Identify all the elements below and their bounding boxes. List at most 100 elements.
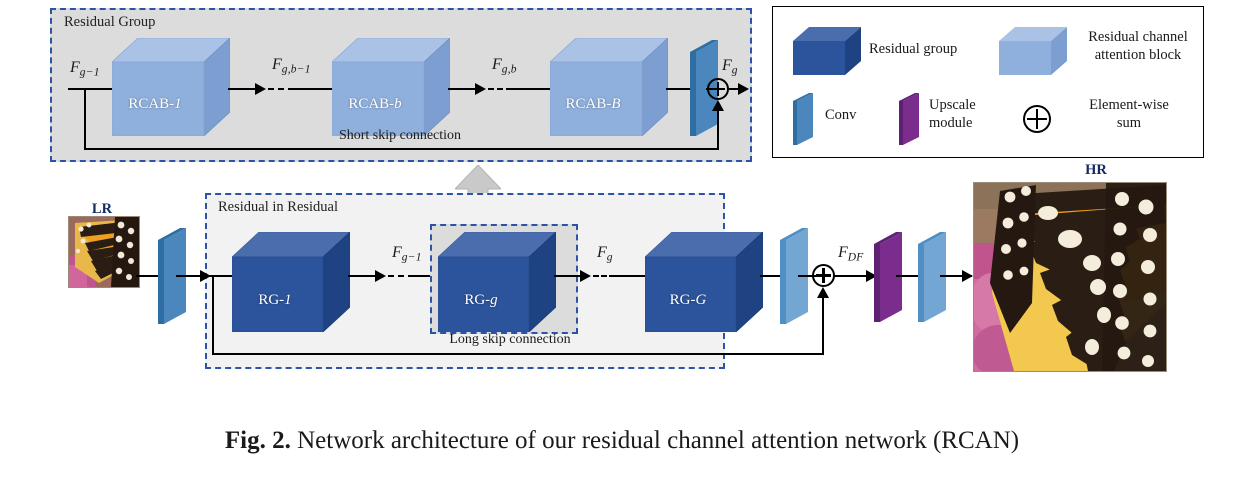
figure-caption: Fig. 2. Network architecture of our resi… <box>8 427 1236 455</box>
math-sub: g <box>731 64 738 77</box>
math-sub: g,b <box>501 63 517 76</box>
wire-conv-to-sum-bottom <box>798 275 824 278</box>
butterfly-thumbnail <box>69 217 139 287</box>
upscale-module-layer <box>874 232 902 322</box>
legend-label-conv: Conv <box>825 107 857 123</box>
cube-geometry <box>438 232 556 332</box>
circle-plus-icon <box>1023 105 1051 133</box>
long-skip-up <box>822 292 825 354</box>
math-sub: g−1 <box>79 66 100 79</box>
parallelogram-purple-icon <box>899 93 919 145</box>
wire-rg1-out <box>348 275 380 278</box>
wire-to-rgG <box>615 275 651 278</box>
rcab-block-1: RCAB-1 <box>112 38 230 136</box>
legend-label-rcab-line2: attention block <box>1094 47 1182 63</box>
wire-rcabb-out <box>448 88 480 91</box>
math-sub: g−1 <box>401 251 422 264</box>
wire-upscale-to-conv <box>896 275 922 278</box>
parallelogram-geometry <box>918 232 946 322</box>
parallelogram-geometry <box>158 228 186 324</box>
legend-label-upscale-line2: module <box>929 115 973 131</box>
wire-to-rcabB <box>512 88 554 91</box>
long-skip-down <box>212 275 215 355</box>
rcab-block-b-label: RCAB-b <box>348 96 402 112</box>
math-base: F <box>838 244 848 261</box>
conv-layer-rir-tail <box>780 228 808 324</box>
math-base: F <box>272 56 282 73</box>
arrowhead-rgg <box>580 270 591 282</box>
skip-wire-bottom-top <box>84 148 719 151</box>
wire-to-rcabb <box>294 88 336 91</box>
skip-wire-up-top <box>717 104 720 150</box>
legend-label-sum-line2: sum <box>1116 115 1142 131</box>
figure-caption-text: Network architecture of our residual cha… <box>297 427 1020 454</box>
wire-rgg-out <box>554 275 584 278</box>
math-base: F <box>70 59 80 76</box>
arrowhead-rg1 <box>375 270 386 282</box>
wire-conv-to-hr <box>940 275 972 278</box>
cube-light-icon <box>999 27 1067 75</box>
lr-input-image <box>68 216 140 288</box>
element-wise-sum-top <box>707 78 729 100</box>
residual-group-block-g: RG-g <box>438 232 556 332</box>
residual-in-residual-title: Residual in Residual <box>218 199 339 215</box>
cube-geometry <box>645 232 763 332</box>
residual-group-block-1: RG-1 <box>232 232 350 332</box>
wire-dashed-3 <box>388 275 414 277</box>
long-skip-bottom <box>212 353 824 356</box>
legend-box: Residual group Residual channel attentio… <box>772 6 1204 158</box>
wire-sum-to-upscale <box>834 275 876 278</box>
rg-g-highlight-border <box>430 224 578 334</box>
arrowhead-skip-top <box>712 100 724 111</box>
wire-rgG-out <box>760 275 786 278</box>
legend-icon-residual-group <box>793 27 861 75</box>
long-skip-connection-label: Long skip connection <box>449 332 571 347</box>
parallelogram-geometry <box>874 232 902 322</box>
legend-icon-upscale <box>899 93 919 145</box>
arrowhead-to-upscale <box>866 270 877 282</box>
cube-geometry <box>550 38 668 136</box>
figure-caption-label: Fig. 2. <box>224 427 291 454</box>
label-f-g-top: Fg <box>722 58 738 77</box>
residual-group-title: Residual Group <box>64 14 156 30</box>
arrowhead-rcabb <box>475 83 486 95</box>
legend-label-residual-group: Residual group <box>869 41 958 57</box>
label-f-g-minus-1-bottom: Fg−1 <box>392 245 422 264</box>
lr-image-label: LR <box>91 201 113 217</box>
math-sub: g,b−1 <box>281 63 311 76</box>
conv-layer-final <box>918 232 946 322</box>
cube-geometry <box>112 38 230 136</box>
rcab-block-1-label: RCAB-1 <box>128 96 182 112</box>
math-sub: g <box>606 251 613 264</box>
label-f-g-minus-1-top: Fg−1 <box>70 60 100 79</box>
math-base: F <box>392 244 402 261</box>
arrowhead-long-skip <box>817 287 829 298</box>
rcab-block-B-label: RCAB-B <box>565 96 621 112</box>
wire-lr-to-conv <box>136 275 162 278</box>
label-f-g-b: Fg,b <box>492 57 517 76</box>
wire-rcab1-out <box>228 88 260 91</box>
arrowhead-into-rir <box>200 270 211 282</box>
label-f-g-bottom: Fg <box>597 245 613 264</box>
cube-geometry <box>232 232 350 332</box>
hr-image-label: HR <box>1085 162 1107 178</box>
arrowhead-to-hr <box>962 270 973 282</box>
legend-icon-conv <box>793 93 813 145</box>
legend-label-upscale-line1: Upscale <box>929 97 976 113</box>
math-base: F <box>597 244 607 261</box>
butterfly-image <box>974 183 1166 371</box>
residual-group-block-G-label: RG-G <box>669 292 707 308</box>
cube-dark-icon <box>793 27 861 75</box>
wire-dashed-4 <box>593 275 615 277</box>
residual-group-panel-border <box>50 8 752 162</box>
math-base: F <box>722 57 732 74</box>
wire-dashed-1 <box>268 88 294 90</box>
math-sub: DF <box>847 251 864 264</box>
rcab-block-b: RCAB-b <box>332 38 450 136</box>
wire-rcabB-out <box>666 88 696 91</box>
skip-wire-down-top <box>84 88 87 150</box>
hr-output-image <box>973 182 1167 372</box>
conv-layer-head <box>158 228 186 324</box>
parallelogram-blue-icon <box>793 93 813 145</box>
arrowhead-fg-top <box>738 83 749 95</box>
